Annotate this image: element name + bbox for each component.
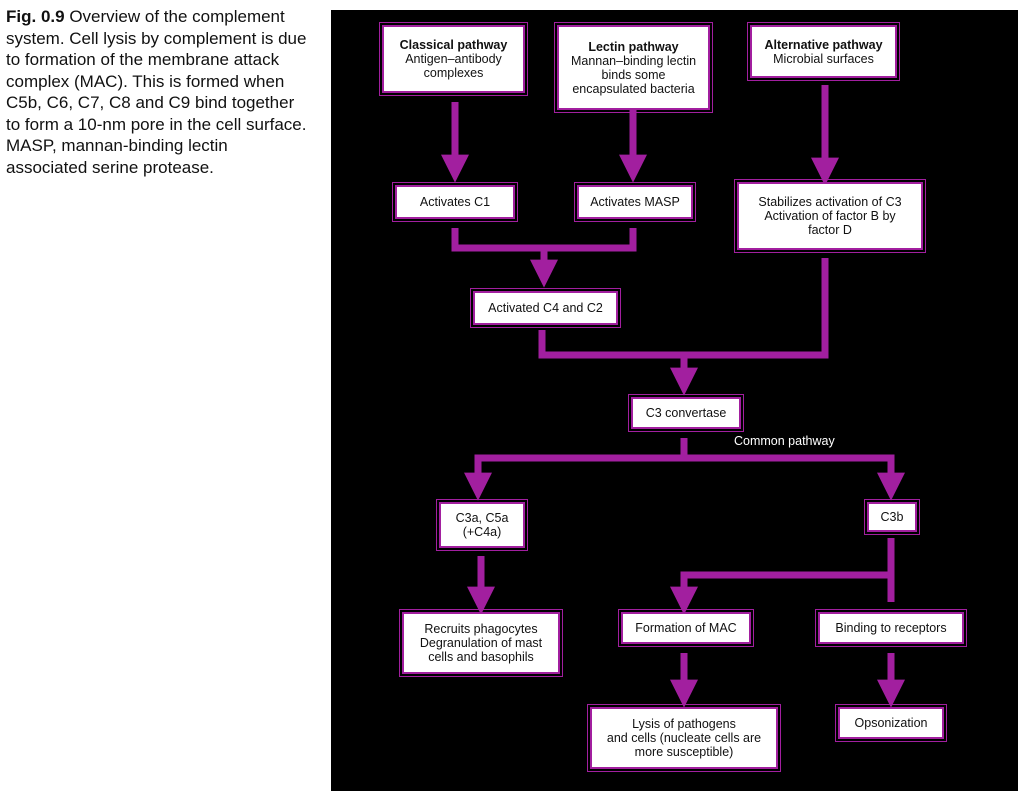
activates-c1-box: Activates C1 (392, 182, 518, 222)
figure-caption-text: Overview of the complement system. Cell … (6, 7, 307, 177)
classical-pathway-line-2: complexes (423, 66, 484, 80)
arrow-c1-masp-to-c4c2 (451, 228, 637, 275)
stabilizes-line-3: factor D (808, 223, 852, 237)
arrow-c3b-split (684, 538, 895, 602)
classical-pathway-line-1: Antigen–antibody (405, 52, 502, 66)
c3a-c5a-box: C3a, C5a (+C4a) (436, 499, 528, 551)
alternative-pathway-line-1: Microbial surfaces (773, 51, 874, 66)
activates-masp-box: Activates MASP (574, 182, 696, 222)
recruits-line-3: cells and basophils (428, 650, 534, 664)
flowchart-panel: Classical pathway Antigen–antibody compl… (331, 10, 1018, 791)
arrow-merge-to-c3-convertase (538, 258, 829, 383)
opsonization-text: Opsonization (854, 716, 928, 730)
activates-c1-text: Activates C1 (419, 195, 491, 209)
alternative-pathway-box: Alternative pathway Microbial surfaces (747, 22, 900, 81)
figure-caption: Fig. 0.9 Overview of the complement syst… (6, 6, 311, 178)
binding-receptors-text: Binding to receptors (835, 621, 947, 635)
opsonization-box: Opsonization (835, 704, 947, 742)
c3a-c5a-line-1: C3a, C5a (455, 511, 509, 525)
lectin-pathway-line-1: Mannan–binding lectin (570, 53, 697, 68)
stabilizes-line-2: Activation of factor B by (764, 209, 896, 223)
c3-convertase-box: C3 convertase (628, 394, 744, 432)
flowchart-arrows (441, 85, 905, 708)
lectin-pathway-line-2: binds some (601, 67, 666, 82)
common-pathway-label: Common pathway (734, 434, 835, 448)
activated-c4-c2-text: Activated C4 and C2 (488, 301, 603, 315)
activated-c4-c2-box: Activated C4 and C2 (470, 288, 621, 328)
recruits-phagocytes-box: Recruits phagocytes Degranulation of mas… (399, 609, 563, 677)
c3-convertase-text: C3 convertase (645, 406, 727, 420)
lectin-pathway-box: Lectin pathway Mannan–binding lectin bin… (554, 22, 713, 113)
c3b-box: C3b (864, 499, 920, 535)
lysis-line-3: more susceptible) (634, 745, 734, 759)
lysis-line-2: and cells (nucleate cells are (606, 731, 762, 745)
c3b-text: C3b (880, 510, 904, 524)
figure-label: Fig. 0.9 (6, 7, 65, 26)
arrow-c3-convertase-split-right (684, 454, 905, 501)
stabilizes-line-1: Stabilizes activation of C3 (758, 195, 902, 209)
lectin-pathway-title: Lectin pathway (588, 39, 679, 54)
stabilizes-c3-box: Stabilizes activation of C3 Activation o… (734, 179, 926, 253)
formation-mac-box: Formation of MAC (618, 609, 754, 647)
recruits-line-2: Degranulation of mast (419, 636, 543, 650)
lysis-line-1: Lysis of pathogens (632, 717, 736, 731)
c3a-c5a-line-2: (+C4a) (462, 525, 502, 539)
activates-masp-text: Activates MASP (590, 195, 680, 209)
arrow-c3-convertase-split-left (464, 438, 688, 501)
recruits-line-1: Recruits phagocytes (424, 622, 538, 636)
classical-pathway-box: Classical pathway Antigen–antibody compl… (379, 22, 528, 96)
formation-mac-text: Formation of MAC (635, 621, 737, 635)
binding-receptors-box: Binding to receptors (815, 609, 967, 647)
lysis-pathogens-box: Lysis of pathogens and cells (nucleate c… (587, 704, 781, 772)
lectin-pathway-line-3: encapsulated bacteria (572, 81, 695, 96)
classical-pathway-title: Classical pathway (399, 38, 508, 52)
alternative-pathway-title: Alternative pathway (764, 37, 883, 52)
